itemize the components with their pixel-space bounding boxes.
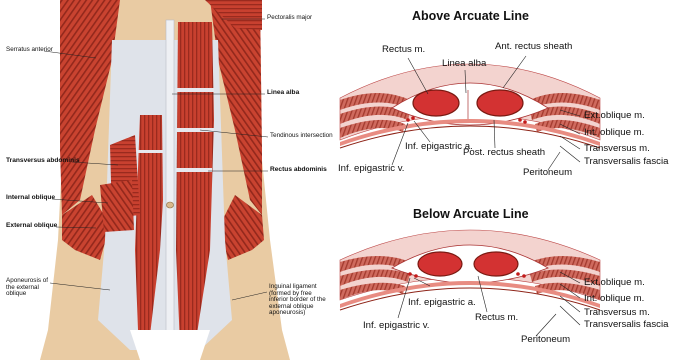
above-label-inf-epigastric-v: Inf. epigastric v.: [338, 164, 404, 174]
label-inguinal-ligament: Inguinal ligament (formed by free inferi…: [269, 284, 327, 317]
rectus-muscle-left: [413, 90, 459, 116]
title-above-arcuate: Above Arcuate Line: [412, 10, 529, 23]
label-internal-oblique: Internal oblique: [6, 195, 55, 202]
internal-oblique-muscle: [100, 180, 134, 232]
below-inf-epigastric-v-right: [522, 274, 526, 278]
above-label-rectus-m: Rectus m.: [382, 45, 425, 55]
label-tendinous-intersection: Tendinous intersection: [270, 133, 333, 140]
above-label-ant-rectus-sheath: Ant. rectus sheath: [495, 42, 572, 52]
below-label-inf-epigastric-v: Inf. epigastric v.: [363, 321, 429, 331]
linea-alba: [166, 20, 174, 350]
above-label-ext-oblique: Ext.oblique m.: [584, 111, 645, 121]
below-label-ext-oblique: Ext.oblique m.: [584, 278, 645, 288]
above-label-peritoneum: Peritoneum: [523, 168, 572, 178]
below-label-transversus: Transversus m.: [584, 308, 650, 318]
tendinous-intersection-left: [137, 150, 163, 153]
title-below-arcuate: Below Arcuate Line: [413, 208, 529, 221]
below-rectus-muscle-right: [474, 252, 518, 276]
above-label-int-oblique: Int. oblique m.: [584, 128, 644, 138]
below-label-int-oblique: Int. oblique m.: [584, 294, 644, 304]
below-label-inf-epigastric-a: Inf. epigastric a.: [408, 298, 476, 308]
below-inf-epigastric-v-left: [414, 274, 418, 278]
umbilicus: [167, 202, 174, 208]
abdominal-wall-illustration: [0, 0, 300, 360]
above-label-linea-alba: Linea alba: [442, 59, 486, 69]
below-rectus-muscle-left: [418, 252, 462, 276]
inf-epigastric-a-right: [518, 118, 522, 122]
label-aponeurosis: Aponeurosis of the external oblique: [6, 278, 52, 298]
label-pectoralis-major: Pectoralis major: [267, 15, 312, 22]
tendinous-intersection-3: [176, 168, 212, 172]
below-inf-epigastric-a-left: [408, 272, 412, 276]
below-label-rectus-m: Rectus m.: [475, 313, 518, 323]
label-serratus-anterior: Serratus anterior: [6, 47, 53, 54]
above-label-transversus: Transversus m.: [584, 144, 650, 154]
below-label-transversalis-fascia: Transversalis fascia: [584, 320, 668, 330]
label-rectus-abdominis: Rectus abdominis: [270, 167, 327, 174]
label-external-oblique: External oblique: [6, 223, 57, 230]
tendinous-intersection-1: [176, 88, 214, 92]
label-linea-alba: Linea alba: [267, 90, 299, 97]
label-transversus-abdominis: Transversus abdominis: [6, 158, 80, 165]
rectus-muscle-right: [477, 90, 523, 116]
below-inf-epigastric-a-right: [516, 272, 520, 276]
pubic-region: [130, 330, 210, 360]
inf-epigastric-v-left: [411, 116, 415, 120]
inf-epigastric-v-right: [523, 120, 527, 124]
above-label-transversalis-fascia: Transversalis fascia: [584, 157, 668, 167]
inf-epigastric-a-left: [406, 118, 410, 122]
above-label-post-rectus-sheath: Post. rectus sheath: [463, 148, 545, 158]
below-label-peritoneum: Peritoneum: [521, 335, 570, 345]
tendinous-intersection-2: [176, 128, 214, 132]
